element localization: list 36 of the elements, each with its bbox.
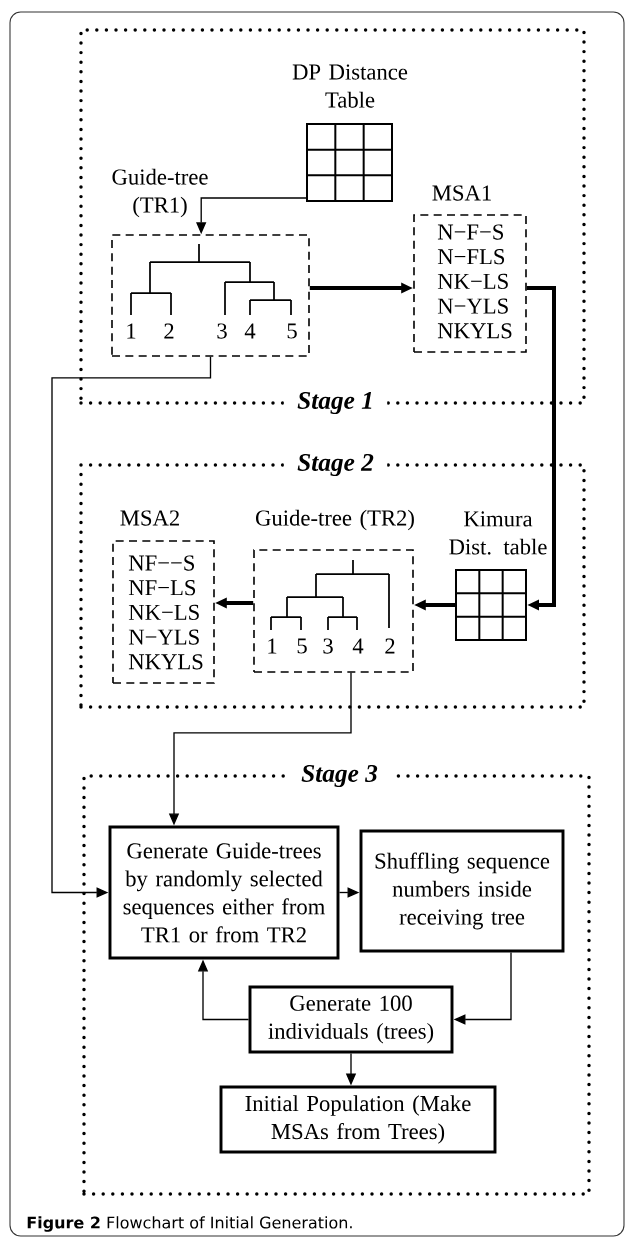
arrow <box>51 356 212 898</box>
leaf-number: 4 <box>352 638 364 654</box>
process-box: Initial Population (Make MSAs from Trees) <box>219 1085 497 1154</box>
stage-label: Stage 1 <box>283 390 388 416</box>
heading: Kimura Dist. table <box>449 511 547 555</box>
sequence: N−FLS <box>437 249 505 265</box>
leaf-number: 1 <box>268 638 277 654</box>
sequence: NKYLS <box>128 654 203 670</box>
heading: DP Distance Table <box>292 64 408 108</box>
heading: Guide-tree (TR1) <box>112 168 208 218</box>
heading: MSA1 <box>432 185 491 201</box>
sequence: NF−−S <box>128 555 194 571</box>
sequence: N−YLS <box>437 298 508 314</box>
leaf-number: 2 <box>385 638 395 654</box>
sequence: NK−LS <box>437 273 508 290</box>
leaf-number: 5 <box>297 638 307 654</box>
caption: Figure 2 Flowchart of Initial Generation. <box>27 1216 352 1232</box>
sequence: NK−LS <box>128 604 199 621</box>
stage-label: Stage 2 <box>283 452 388 478</box>
sequence: NF−LS <box>128 580 196 596</box>
sequence: NKYLS <box>437 323 512 339</box>
leaf-number: 2 <box>164 323 174 339</box>
process-box: Shuffling sequence numbers inside receiving tree <box>359 829 565 953</box>
arrow <box>526 286 556 611</box>
leaf-number: 5 <box>287 323 297 339</box>
leaf-number: 3 <box>323 638 333 654</box>
stage-label: Stage 3 <box>287 763 392 789</box>
leaf-number: 1 <box>127 323 136 339</box>
sequence: N−F−S <box>437 224 503 240</box>
process-box: Generate Guide-trees by randomly selected sequences either from TR1 or from TR2 <box>108 825 340 960</box>
heading: MSA2 <box>120 510 179 526</box>
sequence: N−YLS <box>128 629 199 645</box>
leaf-number: 3 <box>217 323 227 339</box>
leaf-number: 4 <box>244 323 256 339</box>
process-box: Generate 100 individuals (trees) <box>248 985 454 1054</box>
heading: Guide-tree (TR2) <box>256 509 414 531</box>
